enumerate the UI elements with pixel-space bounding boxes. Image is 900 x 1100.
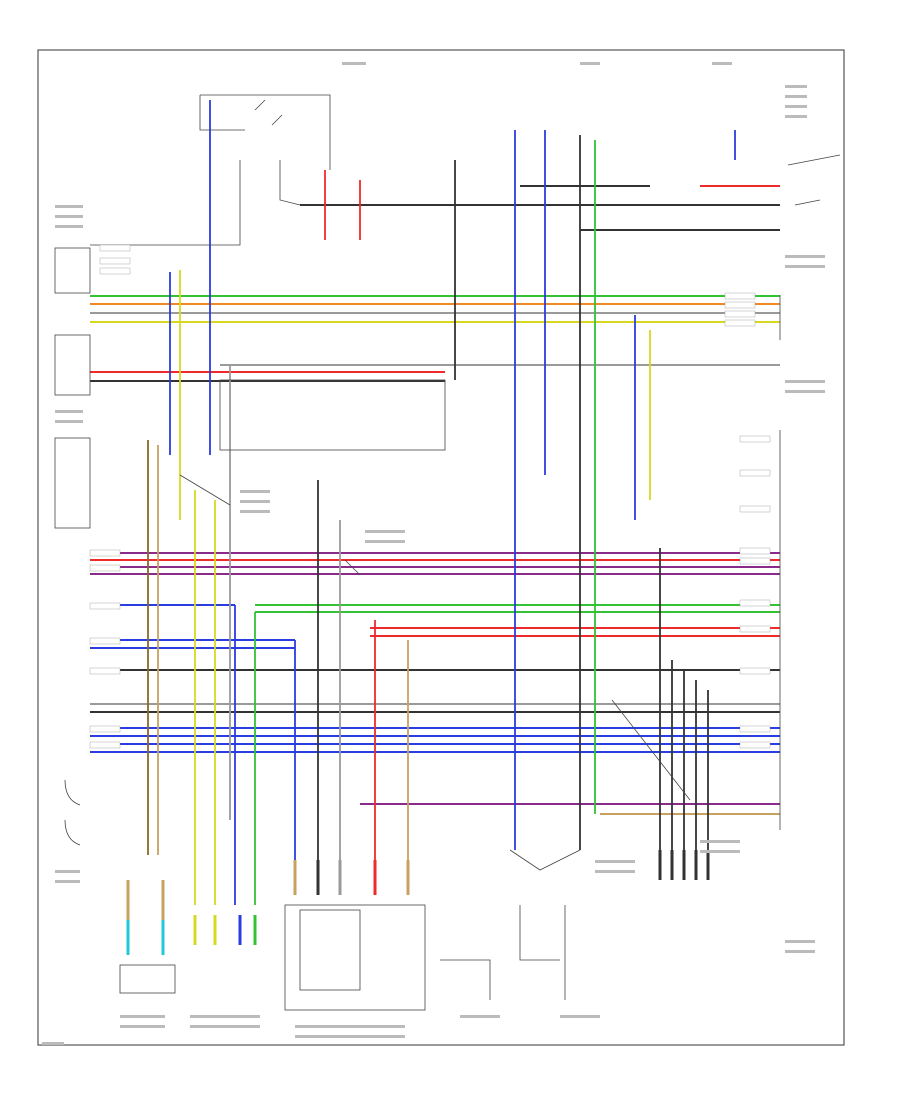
horizontal-wires xyxy=(90,185,780,815)
text-placeholders xyxy=(42,62,825,1045)
wire-label-boxes xyxy=(89,244,771,749)
vertical-wires xyxy=(147,100,736,905)
connector-outlines xyxy=(54,94,841,1011)
connector-pins xyxy=(126,850,710,955)
diagram-frame xyxy=(37,49,845,1046)
